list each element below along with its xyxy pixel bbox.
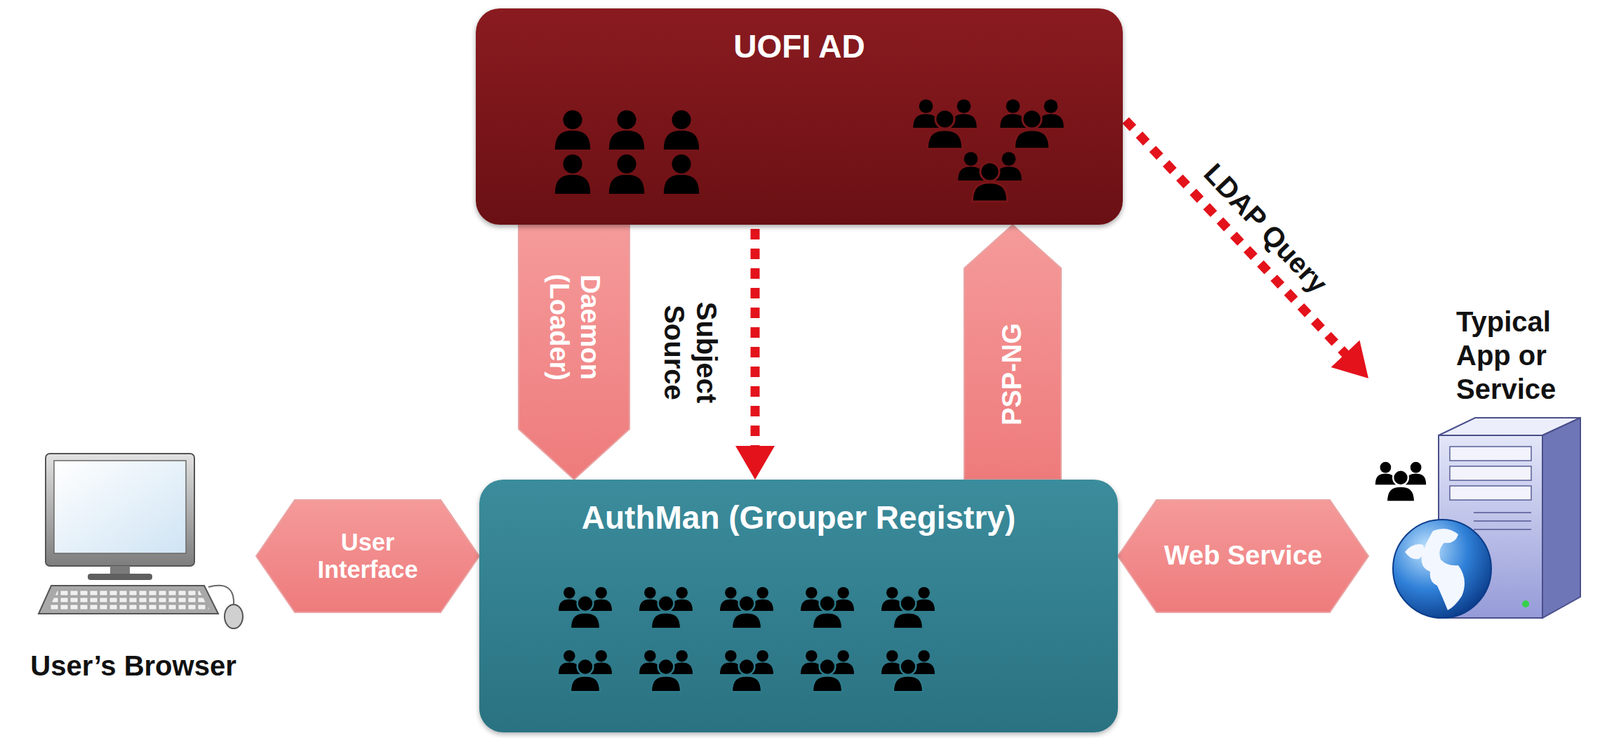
connector-label: LDAP Query: [1197, 157, 1335, 300]
group-icon: [720, 586, 774, 629]
vent-lines: [1473, 520, 1532, 522]
keyboard-keys: [48, 588, 210, 610]
group-icon: [720, 649, 774, 692]
vent-lines: [1473, 528, 1532, 530]
group-icon: [1000, 98, 1064, 149]
group-icon: [1375, 461, 1426, 502]
block-arrow: [518, 224, 630, 480]
directory-box: UOFI AD: [475, 8, 1123, 225]
ui-arrow: [256, 499, 480, 612]
app-server: Typical App or Service: [1368, 301, 1597, 622]
ldap-query-arrow: [1125, 120, 1369, 378]
group-icon: [639, 649, 693, 692]
block-arrow: [964, 224, 1062, 480]
power-light: [1522, 600, 1530, 608]
globe-land: [1404, 543, 1424, 559]
user-icon: [609, 110, 645, 150]
dashed-line: [1125, 120, 1346, 355]
arrow-head: [1331, 340, 1369, 379]
browser-computer: User’s Browser: [10, 449, 257, 683]
globe: [1392, 519, 1492, 618]
group-icon: [957, 151, 1022, 202]
user-icon: [555, 110, 699, 194]
mouse-cord: [208, 585, 234, 605]
user-icon: [555, 110, 591, 150]
keyboard: [38, 585, 219, 614]
device-label: Typical App or Service: [1456, 304, 1597, 406]
subject-source-arrow: [735, 228, 775, 480]
drive-bay: [1449, 446, 1532, 500]
device-label: User’s Browser: [10, 648, 257, 683]
globe-land: [1421, 528, 1466, 610]
user-icon: [555, 154, 591, 194]
connector-label: User Interface: [297, 528, 438, 584]
box-title: UOFI AD: [475, 8, 1123, 66]
group-icon: [558, 649, 612, 692]
group-icon: [800, 649, 855, 692]
connector-label: Web Service: [1164, 540, 1323, 572]
group-icon: [912, 98, 977, 149]
block-arrow: [1117, 499, 1369, 612]
group-icon: [639, 586, 693, 629]
user-icon: [663, 154, 699, 194]
drive-bay: [1449, 485, 1532, 500]
connector-label: PSP-NG: [997, 322, 1029, 426]
loader-arrow: [518, 224, 630, 480]
monitor-stand: [110, 565, 130, 575]
registry-box: AuthMan (Grouper Registry): [479, 479, 1118, 732]
group-icon: [912, 98, 1064, 202]
server-side: [1542, 417, 1581, 618]
monitor-frame: [45, 453, 195, 566]
web-service-arrow: [1117, 499, 1369, 612]
vent-lines: [1473, 512, 1532, 530]
group-icon: [881, 649, 935, 692]
mouse: [224, 604, 243, 629]
group-icon: [800, 586, 855, 629]
drive-bay: [1449, 446, 1532, 461]
computer-icon: [10, 449, 257, 632]
user-icon: [663, 110, 699, 150]
connector-label: Subject Source: [658, 292, 723, 412]
connector-label: Daemon (Loader): [543, 256, 605, 398]
block-arrow: [256, 499, 480, 612]
provisioning-arrow: [964, 224, 1062, 480]
drive-bay: [1449, 465, 1532, 480]
monitor-screen: [54, 460, 186, 553]
group-icon: [558, 586, 935, 692]
dashed-line: [750, 228, 760, 448]
group-icon: [881, 586, 935, 629]
arrow-head: [735, 445, 775, 480]
vent-lines: [1473, 511, 1532, 513]
user-icon: [609, 154, 645, 194]
monitor-base: [87, 573, 153, 580]
box-title: AuthMan (Grouper Registry): [479, 479, 1118, 537]
group-icon: [558, 586, 612, 629]
